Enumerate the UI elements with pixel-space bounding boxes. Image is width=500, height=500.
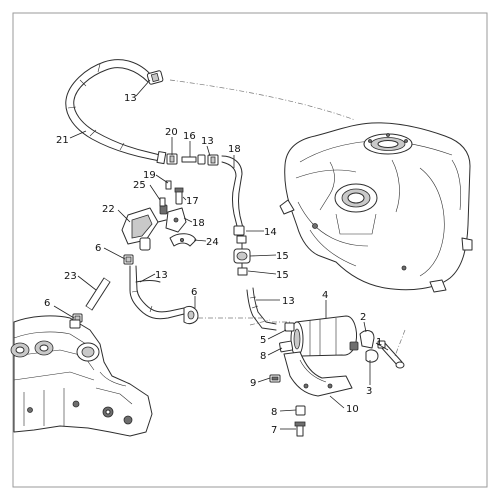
callout-13-mid: 14 xyxy=(264,227,277,238)
inline-valve-14 xyxy=(233,235,251,276)
small-fasteners-bottom xyxy=(269,340,306,437)
hose-22 xyxy=(65,59,167,165)
callout-2: 2 xyxy=(360,312,366,323)
callout-6-right: 6 xyxy=(191,287,197,298)
callout-5: 5 xyxy=(260,335,266,346)
bracket-18 xyxy=(165,207,187,233)
callout-23: 23 xyxy=(64,271,77,282)
callout-labels: 13 21 20 16 13 18 19 25 17 22 18 24 6 14… xyxy=(44,93,382,436)
carbon-canister-4 xyxy=(284,315,359,357)
callout-13-lower: 15 xyxy=(276,270,289,281)
callout-4: 4 xyxy=(322,290,328,301)
callout-6-lower: 6 xyxy=(44,298,50,309)
callout-11: 13 xyxy=(282,296,295,307)
clamp-6-right xyxy=(183,305,199,325)
canister-bracket-10 xyxy=(283,351,353,397)
callout-15: 16 xyxy=(183,131,196,142)
solenoid-valve-20 xyxy=(121,204,168,251)
callout-16: 17 xyxy=(186,196,199,207)
hose-23 xyxy=(85,277,111,311)
callout-20: 22 xyxy=(102,204,115,215)
right-side-parts xyxy=(359,330,405,369)
engine-block xyxy=(10,315,153,437)
callout-21: 20 xyxy=(165,127,178,138)
callout-17: 18 xyxy=(228,144,241,155)
callout-13-top: 13 xyxy=(124,93,137,104)
clip-24 xyxy=(169,233,197,247)
callout-1: 1 xyxy=(376,337,382,348)
small-fasteners-top xyxy=(159,180,184,207)
hose-12 xyxy=(129,265,185,320)
callout-13-fitting: 13 xyxy=(201,136,214,147)
callout-3: 3 xyxy=(366,386,372,397)
callout-24: 24 xyxy=(206,237,219,248)
callout-25: 25 xyxy=(133,180,146,191)
callout-10: 10 xyxy=(346,404,359,415)
callout-18: 18 xyxy=(192,218,205,229)
callout-8-lower: 8 xyxy=(271,407,277,418)
clamp-6-upper xyxy=(123,254,134,265)
fuel-tank xyxy=(279,122,473,293)
callout-9: 9 xyxy=(250,378,256,389)
callout-6-upper: 6 xyxy=(95,243,101,254)
callout-8-upper: 8 xyxy=(260,351,266,362)
hose-17 xyxy=(221,155,245,236)
callout-14: 15 xyxy=(276,251,289,262)
clamp-13-top xyxy=(146,70,164,85)
callout-22: 21 xyxy=(56,135,69,146)
callout-7: 7 xyxy=(271,425,277,436)
callout-12: 13 xyxy=(155,270,168,281)
callout-19: 19 xyxy=(143,170,156,181)
diagram-frame xyxy=(12,12,488,488)
fittings-cluster xyxy=(166,153,219,166)
assembly-reference-lines xyxy=(169,79,406,357)
leader-lines xyxy=(53,79,389,430)
hose-11 xyxy=(246,287,277,331)
